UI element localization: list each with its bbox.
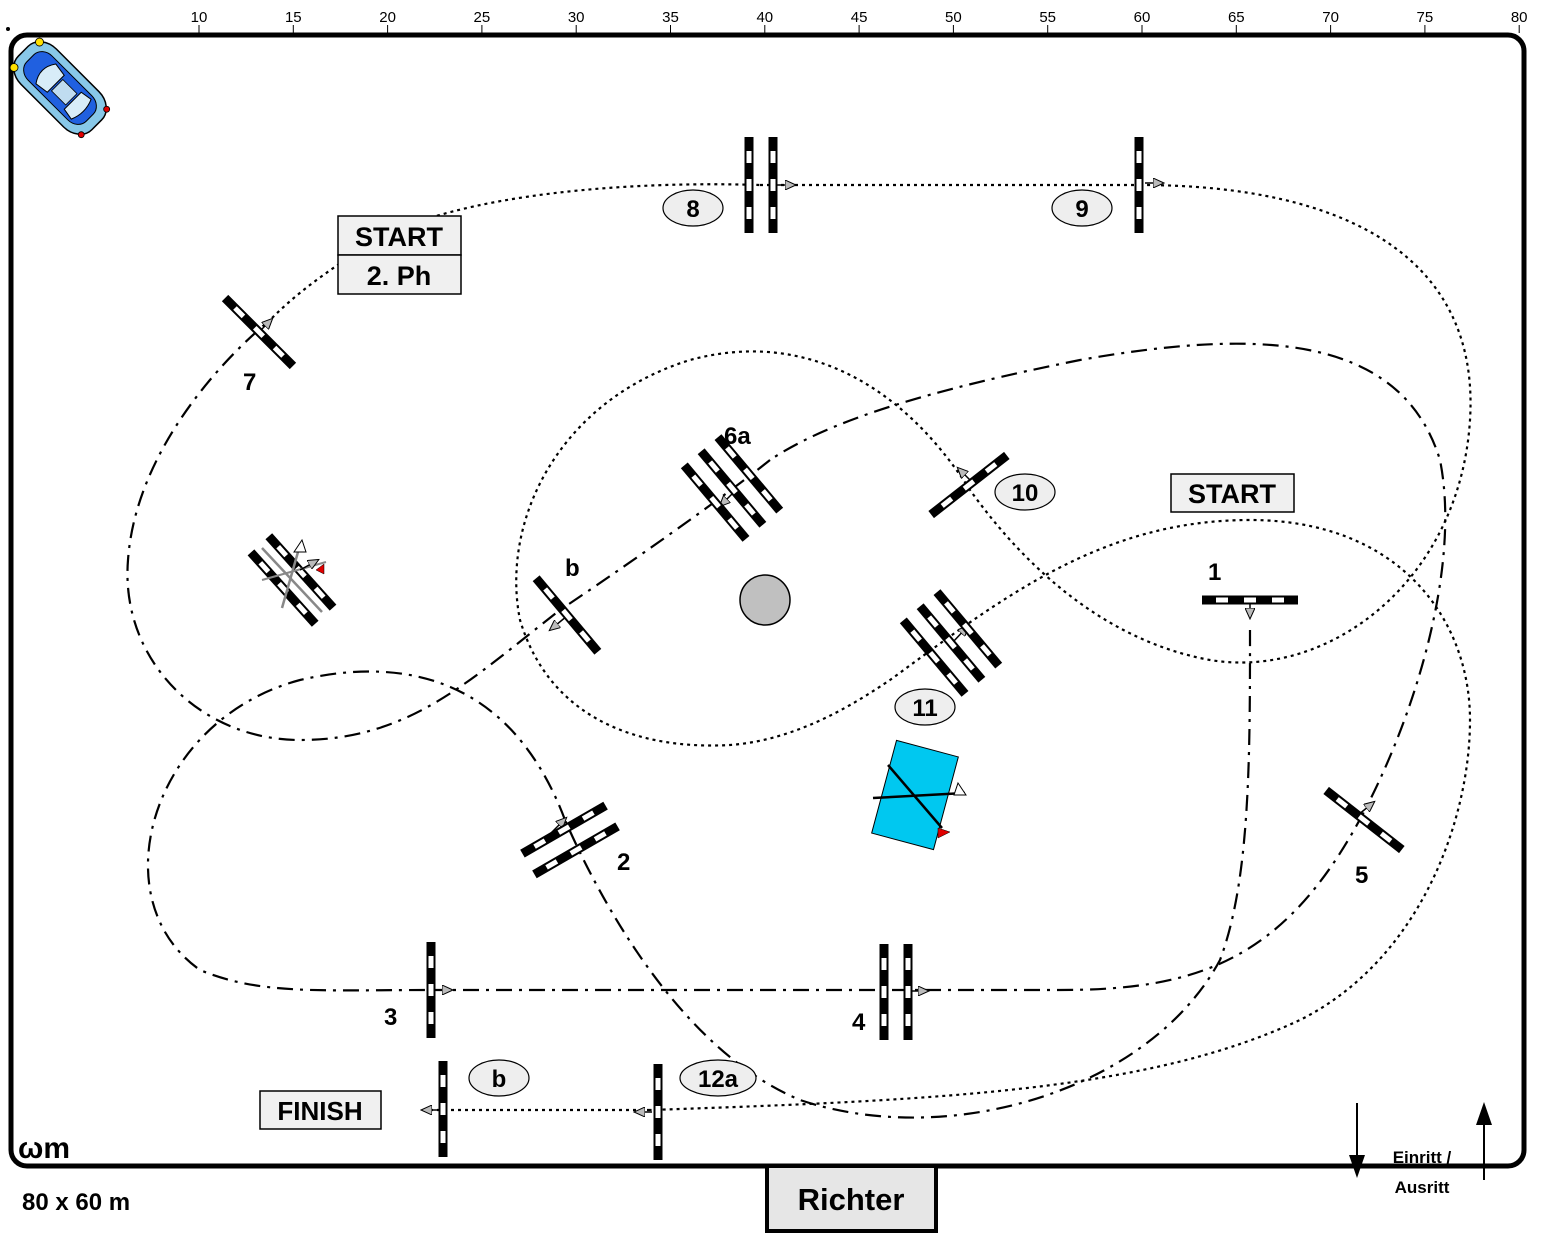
obstacle-3 bbox=[426, 942, 436, 1038]
svg-text:Einritt /: Einritt / bbox=[1393, 1148, 1452, 1167]
obstacle-9 bbox=[1134, 137, 1144, 233]
ruler-tick-label: 70 bbox=[1322, 9, 1339, 26]
oval-12a: 12a bbox=[679, 1059, 757, 1097]
label-jump-10: 10 bbox=[1012, 480, 1039, 507]
svg-text:Ausritt: Ausritt bbox=[1395, 1178, 1450, 1197]
label-jump-8: 8 bbox=[686, 196, 699, 223]
logo: ωm bbox=[18, 1132, 70, 1165]
route-phase2-9to10 bbox=[969, 183, 1472, 664]
arena-size-label: 80 x 60 m bbox=[22, 1189, 130, 1216]
label-jump-3: 3 bbox=[384, 1004, 397, 1031]
obstacle-12b bbox=[438, 1061, 448, 1157]
label-jump-11: 11 bbox=[912, 695, 937, 722]
ruler-tick-label: 65 bbox=[1228, 9, 1245, 26]
svg-text:2. Ph: 2. Ph bbox=[367, 261, 432, 291]
ruler: 10 15 20 25 30 35 40 45 50 55 60 65 70 75 80 bbox=[191, 9, 1528, 33]
svg-text:START: START bbox=[1188, 479, 1276, 509]
car-icon bbox=[9, 37, 111, 139]
water-obstacle bbox=[871, 739, 967, 851]
label-jump-2: 2 bbox=[617, 849, 630, 876]
ruler-tick-label: 80 bbox=[1511, 9, 1528, 26]
judge-box: Richter bbox=[765, 1164, 938, 1233]
label-jump-6a: 6a bbox=[724, 423, 751, 450]
ruler-tick-label: 50 bbox=[945, 9, 962, 26]
unused-obstacle bbox=[248, 533, 337, 626]
obstacle-1 bbox=[1202, 595, 1298, 605]
arrow-down-icon bbox=[1349, 1103, 1365, 1178]
ruler-tick-label: 15 bbox=[285, 9, 302, 26]
ruler-tick-label: 45 bbox=[851, 9, 868, 26]
label-jump-12a: 12a bbox=[698, 1066, 739, 1093]
obstacle-7 bbox=[221, 294, 297, 370]
start-sign: START bbox=[1170, 473, 1295, 513]
label-jump-7: 7 bbox=[243, 369, 256, 396]
obstacle-4 bbox=[880, 944, 913, 1040]
ruler-tick-label: 20 bbox=[379, 9, 396, 26]
route-phase2-10to11 bbox=[515, 350, 1472, 1112]
judge-label: Richter bbox=[798, 1182, 905, 1217]
start-phase2-sign: START 2. Ph bbox=[337, 215, 462, 295]
oval-10: 10 bbox=[994, 473, 1056, 511]
oval-8: 8 bbox=[662, 189, 724, 227]
finish-sign: FINISH bbox=[259, 1090, 382, 1130]
oval-11: 11 bbox=[894, 688, 956, 726]
label-jump-1: 1 bbox=[1208, 559, 1221, 586]
ruler-tick-label: 40 bbox=[756, 9, 773, 26]
route-phase1-6ato7 bbox=[126, 319, 771, 742]
ruler-tick-label: 25 bbox=[474, 9, 491, 26]
label-jump-4: 4 bbox=[852, 1009, 866, 1036]
label-jump-5: 5 bbox=[1355, 862, 1368, 889]
svg-text:START: START bbox=[355, 222, 443, 252]
ruler-tick-label: 75 bbox=[1417, 9, 1434, 26]
obstacle-11 bbox=[900, 589, 1002, 697]
circle-marker bbox=[739, 574, 791, 626]
arrow-up-icon bbox=[1476, 1102, 1492, 1180]
oval-12b: b bbox=[468, 1059, 530, 1097]
ruler-tick-label: 30 bbox=[568, 9, 585, 26]
obstacle-6b bbox=[532, 575, 602, 655]
route-phase1-1to2 bbox=[563, 629, 1252, 1119]
route-phase2-start-to-8 bbox=[271, 183, 761, 319]
route-phase1-3to5 bbox=[430, 342, 1447, 992]
ruler-tick-label: 60 bbox=[1134, 9, 1151, 26]
oval-9: 9 bbox=[1051, 189, 1113, 227]
label-jump-6b: b bbox=[565, 555, 580, 582]
entrance-exit: Einritt / Ausritt bbox=[1349, 1102, 1492, 1197]
origin-dot bbox=[6, 27, 10, 31]
label-jump-9: 9 bbox=[1075, 196, 1088, 223]
route-phase1-2to3 bbox=[146, 670, 567, 992]
ruler-tick-label: 55 bbox=[1039, 9, 1056, 26]
ruler-tick-label: 10 bbox=[191, 9, 208, 26]
label-jump-12b: b bbox=[492, 1066, 507, 1093]
ruler-tick-label: 35 bbox=[662, 9, 679, 26]
obstacle-5 bbox=[1323, 786, 1405, 854]
obstacle-6a bbox=[681, 434, 783, 542]
obstacle-12a bbox=[653, 1064, 663, 1160]
obstacle-2 bbox=[520, 802, 620, 879]
svg-text:FINISH: FINISH bbox=[277, 1096, 362, 1126]
